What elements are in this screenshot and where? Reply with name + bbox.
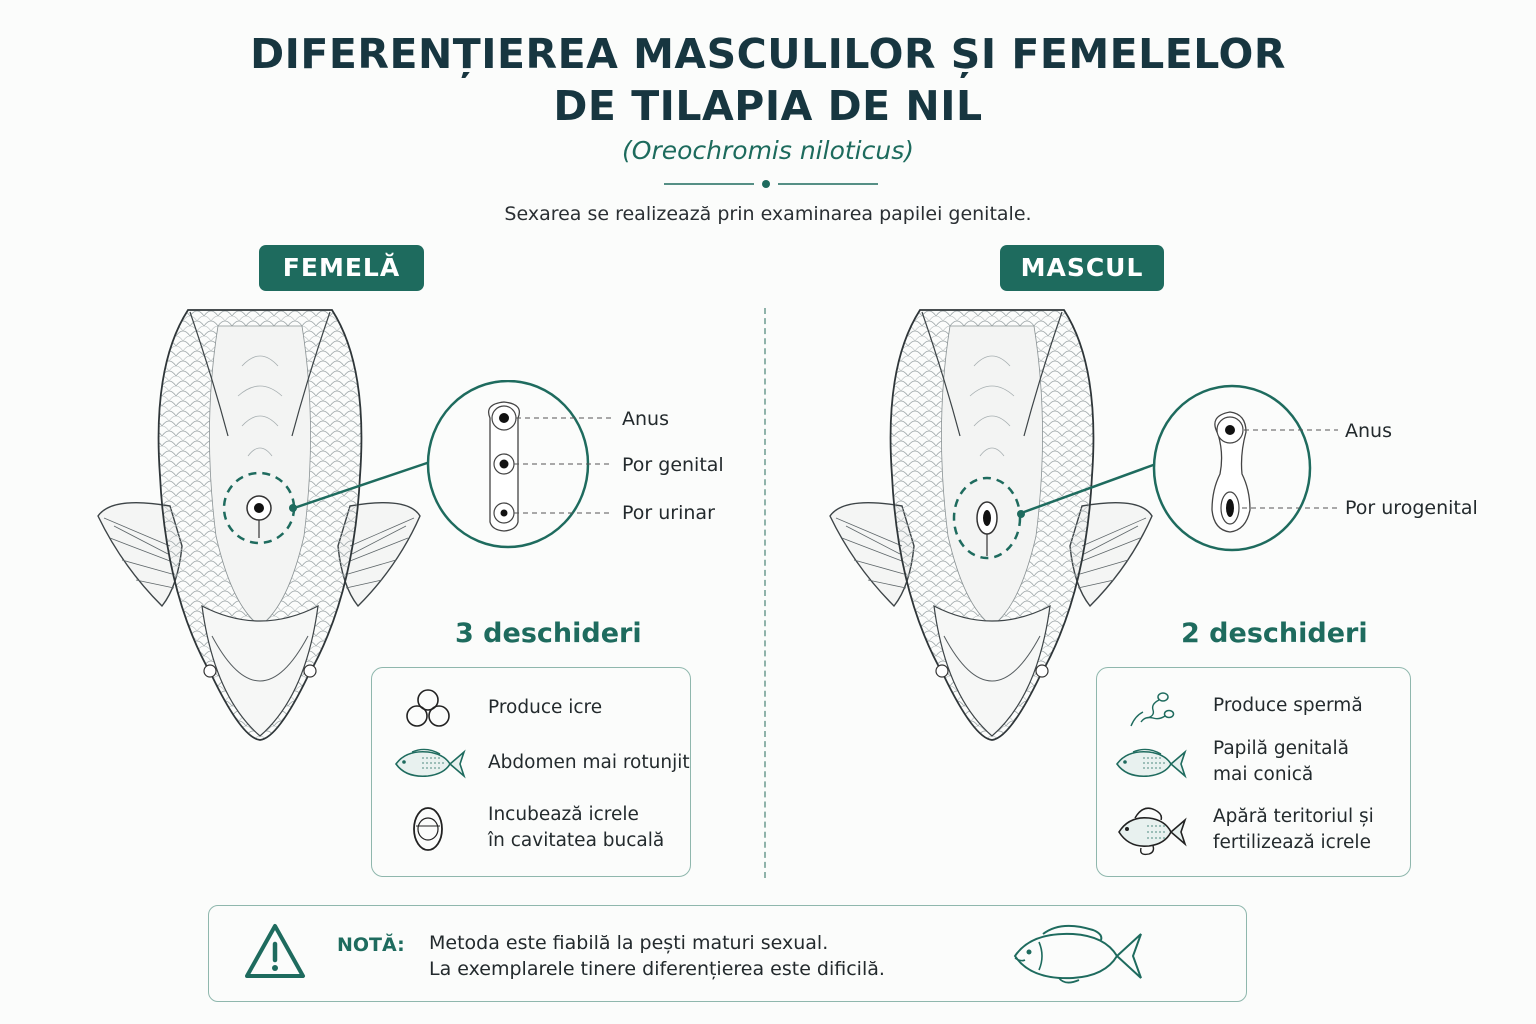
- male-badge: MASCUL: [1000, 245, 1164, 291]
- female-zoom-diagram: [293, 380, 612, 549]
- female-fish-illustration: [97, 309, 421, 741]
- female-label-urinary-pore: Por urinar: [622, 502, 715, 524]
- male-label-anus: Anus: [1345, 420, 1392, 442]
- male-zoom-diagram: [1023, 384, 1338, 552]
- female-badge: FEMELĂ: [259, 245, 424, 291]
- female-trait-1: Produce icre: [488, 697, 603, 718]
- species-name: (Oreochromis niloticus): [622, 136, 914, 165]
- egg-in-mouth-icon: [413, 807, 443, 851]
- warning-icon: [245, 924, 305, 978]
- female-label-genital-pore: Por genital: [622, 454, 724, 476]
- tilapia-fish-icon: [1013, 924, 1142, 984]
- note-box: NOTĂ: Metoda este fiabilă la pești matur…: [208, 905, 1247, 1002]
- female-label-anus: Anus: [622, 408, 669, 430]
- fish-icon: [395, 748, 466, 779]
- female-opening-count: 3 deschideri: [455, 618, 642, 649]
- title-line-1: DIFERENȚIEREA MASCULILOR ȘI FEMELELOR: [250, 30, 1286, 78]
- female-trait-2: Abdomen mai rotunjit: [488, 752, 690, 773]
- male-opening-count: 2 deschideri: [1181, 618, 1368, 649]
- female-trait-3: Incubează icrele în cavitatea bucală: [488, 804, 665, 851]
- note-line-1: Metoda este fiabilă la pești maturi sexu…: [429, 932, 829, 954]
- female-traits-card: Produce icre Abdomen mai rotunjit Incube…: [371, 667, 691, 877]
- center-divider: [764, 308, 766, 878]
- male-label-urogenital-pore: Por urogenital: [1345, 497, 1478, 519]
- fish-icon: [1116, 748, 1187, 779]
- male-traits-card: Produce spermă Papilă genitală mai conic…: [1096, 667, 1411, 877]
- eggs-icon: [406, 689, 450, 727]
- title-divider: [664, 180, 878, 188]
- page-title: DIFERENȚIEREA MASCULILOR ȘI FEMELELOR DE…: [0, 28, 1536, 132]
- title-line-2: DE TILAPIA DE NIL: [553, 82, 983, 130]
- male-trait-3: Apără teritoriul și fertilizează icrele: [1213, 806, 1374, 853]
- male-trait-2: Papilă genitală mai conică: [1213, 738, 1349, 785]
- note-label: NOTĂ:: [337, 934, 405, 956]
- male-trait-1: Produce spermă: [1213, 695, 1363, 716]
- sperm-icon: [1130, 692, 1175, 727]
- male-fish-illustration: [829, 309, 1153, 741]
- guarding-fish-icon: [1118, 807, 1187, 856]
- intro-text: Sexarea se realizează prin examinarea pa…: [504, 203, 1032, 225]
- note-line-2: La exemplarele tinere diferențierea este…: [429, 958, 885, 980]
